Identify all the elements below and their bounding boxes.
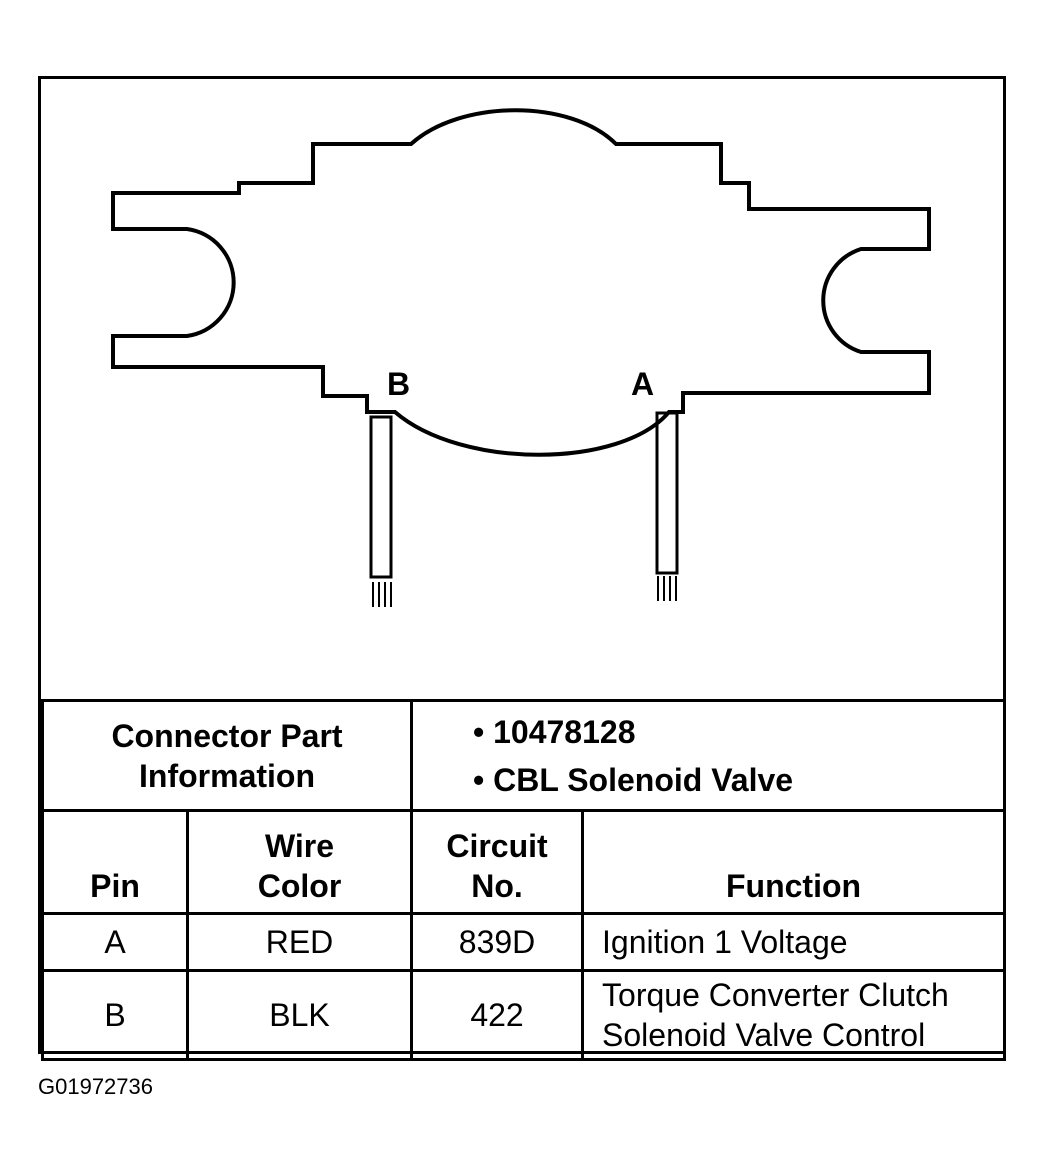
header-pin-text: Pin xyxy=(90,868,140,904)
header-wire-color: Wire Color xyxy=(185,809,414,915)
bullet-icon: • xyxy=(473,761,485,798)
connector-part-row: Connector Part Information • 10478128 • … xyxy=(40,699,1007,812)
pin-b-wire-strands xyxy=(372,582,392,607)
connector-svg: B A xyxy=(111,108,931,607)
row-b-circuit: 422 xyxy=(410,969,585,1061)
header-pin: Pin xyxy=(41,809,189,915)
bullet-icon: • xyxy=(473,713,485,750)
part-number-item: • 10478128 xyxy=(473,708,1003,756)
row-a-circuit: 839D xyxy=(410,912,585,972)
figure-id: G01972736 xyxy=(38,1074,153,1099)
pin-b-label: B xyxy=(387,366,410,402)
row-b-wire-color: BLK xyxy=(185,969,414,1061)
row-b-function-line2: Solenoid Valve Control xyxy=(602,1017,926,1053)
header-circuit: Circuit No. xyxy=(410,809,585,915)
connector-drawing: B A xyxy=(41,79,1003,699)
header-circuit-line1: Circuit xyxy=(446,828,548,864)
pin-a-wire-strands xyxy=(657,576,677,601)
part-number: 10478128 xyxy=(493,713,636,750)
connector-body-outline xyxy=(111,108,931,457)
row-a-wire-color: RED xyxy=(185,912,414,972)
table-row: A RED 839D Ignition 1 Voltage xyxy=(41,912,1007,972)
table-row: B BLK 422 Torque Converter Clutch Soleno… xyxy=(41,969,1007,1061)
connector-figure: B A Connector Part Information • 1047812… xyxy=(38,76,1007,1061)
connector-part-label: Connector Part Information xyxy=(40,699,414,812)
header-wire-color-line2: Color xyxy=(257,868,342,904)
header-wire-color-line1: Wire xyxy=(264,828,335,864)
row-b-function: Torque Converter Clutch Solenoid Valve C… xyxy=(581,969,1007,1061)
header-function: Function xyxy=(581,809,1007,915)
row-b-pin: B xyxy=(41,969,189,1061)
row-b-function-line1: Torque Converter Clutch xyxy=(602,977,949,1013)
connector-info-table: Connector Part Information • 10478128 • … xyxy=(40,699,1007,1061)
row-a-function-line1: Ignition 1 Voltage xyxy=(602,924,848,960)
pin-a-terminal xyxy=(655,411,679,575)
row-a-function: Ignition 1 Voltage xyxy=(581,912,1007,972)
pin-a-label: A xyxy=(631,366,654,402)
connector-part-label-line2: Information xyxy=(139,757,315,794)
connector-part-values: • 10478128 • CBL Solenoid Valve xyxy=(410,699,1007,812)
row-a-pin: A xyxy=(41,912,189,972)
part-name-item: • CBL Solenoid Valve xyxy=(473,756,1003,804)
pin-b-terminal xyxy=(369,415,393,579)
header-function-text: Function xyxy=(725,868,862,904)
header-circuit-line2: No. xyxy=(471,868,523,904)
pin-table-header-row: Pin Wire Color Circuit No. Function xyxy=(41,809,1007,915)
part-name: CBL Solenoid Valve xyxy=(493,761,794,798)
connector-part-label-line1: Connector Part xyxy=(111,717,343,754)
